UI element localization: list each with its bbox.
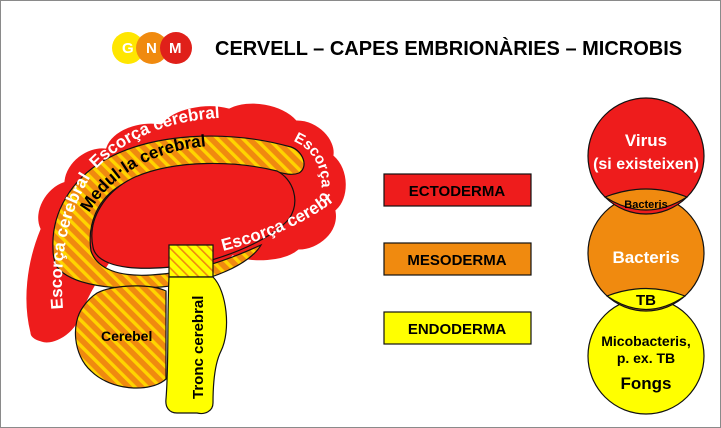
- logo-circle-g: [112, 32, 144, 64]
- microbes-diagram: Virus (si existeixen) Bacteris Bacteris …: [587, 97, 705, 415]
- brain-core: [91, 162, 296, 269]
- germ-layer-legend: ECTODERMA MESODERMA ENDODERMA: [383, 173, 532, 345]
- mesoderm-box: [383, 242, 532, 276]
- mesoderm-label: MESODERMA: [407, 252, 506, 269]
- gnm-logo: G N M: [112, 32, 192, 64]
- tb-label: TB: [636, 292, 656, 309]
- bacteria-label: Bacteris: [612, 248, 679, 267]
- ectoderm-circle: [587, 97, 705, 215]
- endoderm-box: [383, 311, 532, 345]
- tb-overlap-lens: [605, 287, 687, 311]
- cerebellum: [74, 285, 167, 389]
- logo-circle-n: [136, 32, 168, 64]
- bacteria-small-label: Bacteris: [624, 199, 667, 211]
- page-title: CERVELL – CAPES EMBRIONÀRIES – MICROBIS: [215, 37, 682, 60]
- mycobacteria-example-label: p. ex. TB: [617, 350, 675, 366]
- brainstem: [165, 276, 228, 415]
- brainstem-label: Tronc cerebral: [190, 296, 207, 399]
- brainstem-upper: [168, 244, 214, 278]
- ectoderm-box: [383, 173, 532, 207]
- ectoderm-label: ECTODERMA: [409, 183, 506, 200]
- logo-letter-m: M: [169, 40, 182, 57]
- endoderm-label: ENDODERMA: [408, 321, 507, 338]
- bacteria-overlap-lens: [603, 188, 689, 211]
- virus-label: Virus: [625, 131, 667, 150]
- logo-letter-n: N: [146, 40, 157, 57]
- fungi-label: Fongs: [621, 374, 672, 393]
- virus-note-label: (si existeixen): [593, 156, 699, 173]
- cerebral-medulla: [52, 135, 305, 289]
- cerebellum-label: Cerebel: [101, 328, 152, 344]
- logo-circle-m: [160, 32, 192, 64]
- mycobacteria-label: Micobacteris,: [601, 333, 690, 349]
- logo-letter-g: G: [122, 40, 134, 57]
